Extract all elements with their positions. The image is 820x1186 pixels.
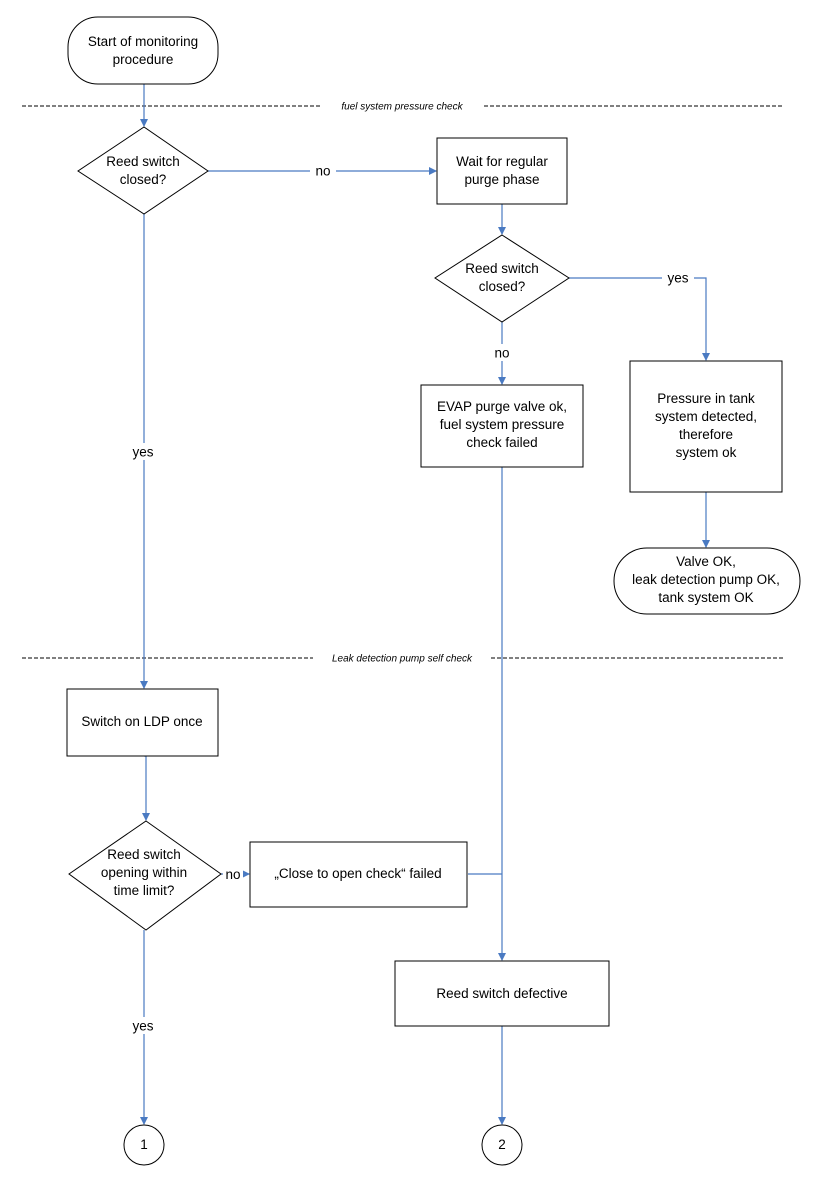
reed3-line: Reed switch: [107, 847, 181, 862]
close-line: „Close to open check“ failed: [274, 866, 441, 881]
edge-label-reed2-no: no: [494, 346, 509, 361]
pressure-line: therefore: [679, 427, 733, 442]
node-conn2-label: 2: [498, 1137, 506, 1152]
section-label-fuel: fuel system pressure check: [341, 102, 463, 113]
edge-label-reed3-yes: yes: [132, 1019, 153, 1034]
defect-line: Reed switch defective: [436, 986, 567, 1001]
reed1-line: closed?: [120, 172, 167, 187]
node-start: Start of monitoring procedure: [67, 16, 219, 85]
evap-line: check failed: [466, 435, 537, 450]
node-reed2: Reed switch closed?: [434, 234, 570, 323]
wait-line: Wait for regular: [456, 154, 548, 169]
start-line: procedure: [113, 52, 174, 67]
reed2-line: Reed switch: [465, 261, 539, 276]
edge-label-reed3-no: no: [225, 867, 240, 882]
node-reed3-label: Reed switch opening within time limit?: [101, 847, 187, 898]
node-defect-label: Reed switch defective: [436, 986, 567, 1001]
edge-label-reed1-yes: yes: [132, 445, 153, 460]
node-ldp-label: Switch on LDP once: [81, 714, 202, 729]
node-valveok-label: Valve OK, leak detection pump OK, tank sys…: [632, 554, 780, 605]
conn1-line: 1: [140, 1137, 148, 1152]
node-pressure-label: Pressure in tank system detected, therefor…: [655, 391, 757, 460]
node-conn2: 2: [481, 1124, 523, 1166]
node-wait: Wait for regular purge phase: [436, 137, 568, 205]
node-reed1-label: Reed switch closed?: [106, 154, 180, 187]
node-conn1-label: 1: [140, 1137, 148, 1152]
node-wait-label: Wait for regular purge phase: [456, 154, 548, 187]
pressure-line: system detected,: [655, 409, 757, 424]
evap-line: EVAP purge valve ok,: [437, 399, 567, 414]
edge-label-reed1-no: no: [315, 164, 330, 179]
start-line: Start of monitoring: [88, 34, 198, 49]
pressure-line: Pressure in tank: [657, 391, 755, 406]
edge-reed2-pressure: [569, 277, 710, 361]
ldp-line: Switch on LDP once: [81, 714, 202, 729]
section-separator-ldp: Leak detection pump self check: [22, 654, 784, 665]
node-valveok: Valve OK, leak detection pump OK, tank sys…: [613, 547, 801, 615]
node-close-label: „Close to open check“ failed: [274, 866, 441, 881]
reed3-line: opening within: [101, 865, 187, 880]
node-start-label: Start of monitoring procedure: [88, 34, 198, 67]
edge-ldp-reed3: [142, 755, 150, 821]
node-defect: Reed switch defective: [394, 960, 610, 1027]
pressure-line: system ok: [676, 445, 737, 460]
edge-label-reed2-yes: yes: [667, 271, 688, 286]
valveok-line: tank system OK: [658, 590, 753, 605]
reed3-line: time limit?: [114, 883, 175, 898]
node-conn1: 1: [123, 1124, 165, 1166]
wait-line: purge phase: [464, 172, 539, 187]
node-reed3: Reed switch opening within time limit?: [68, 820, 222, 931]
node-reed1: Reed switch closed?: [77, 126, 209, 215]
node-evap: EVAP purge valve ok, fuel system pressure…: [420, 384, 584, 468]
valveok-line: Valve OK,: [676, 554, 736, 569]
node-close: „Close to open check“ failed: [249, 841, 468, 908]
node-ldp: Switch on LDP once: [66, 688, 219, 757]
conn2-line: 2: [498, 1137, 506, 1152]
section-label-ldp: Leak detection pump self check: [332, 654, 473, 665]
node-evap-label: EVAP purge valve ok, fuel system pressure…: [437, 399, 567, 450]
reed1-line: Reed switch: [106, 154, 180, 169]
section-separator-fuel: fuel system pressure check: [22, 102, 784, 113]
node-reed2-label: Reed switch closed?: [465, 261, 539, 294]
evap-line: fuel system pressure: [440, 417, 565, 432]
valveok-line: leak detection pump OK,: [632, 572, 780, 587]
node-pressure: Pressure in tank system detected, therefor…: [629, 360, 783, 493]
reed2-line: closed?: [479, 279, 526, 294]
edge-labels: no yes no yes no yes: [126, 162, 694, 1034]
